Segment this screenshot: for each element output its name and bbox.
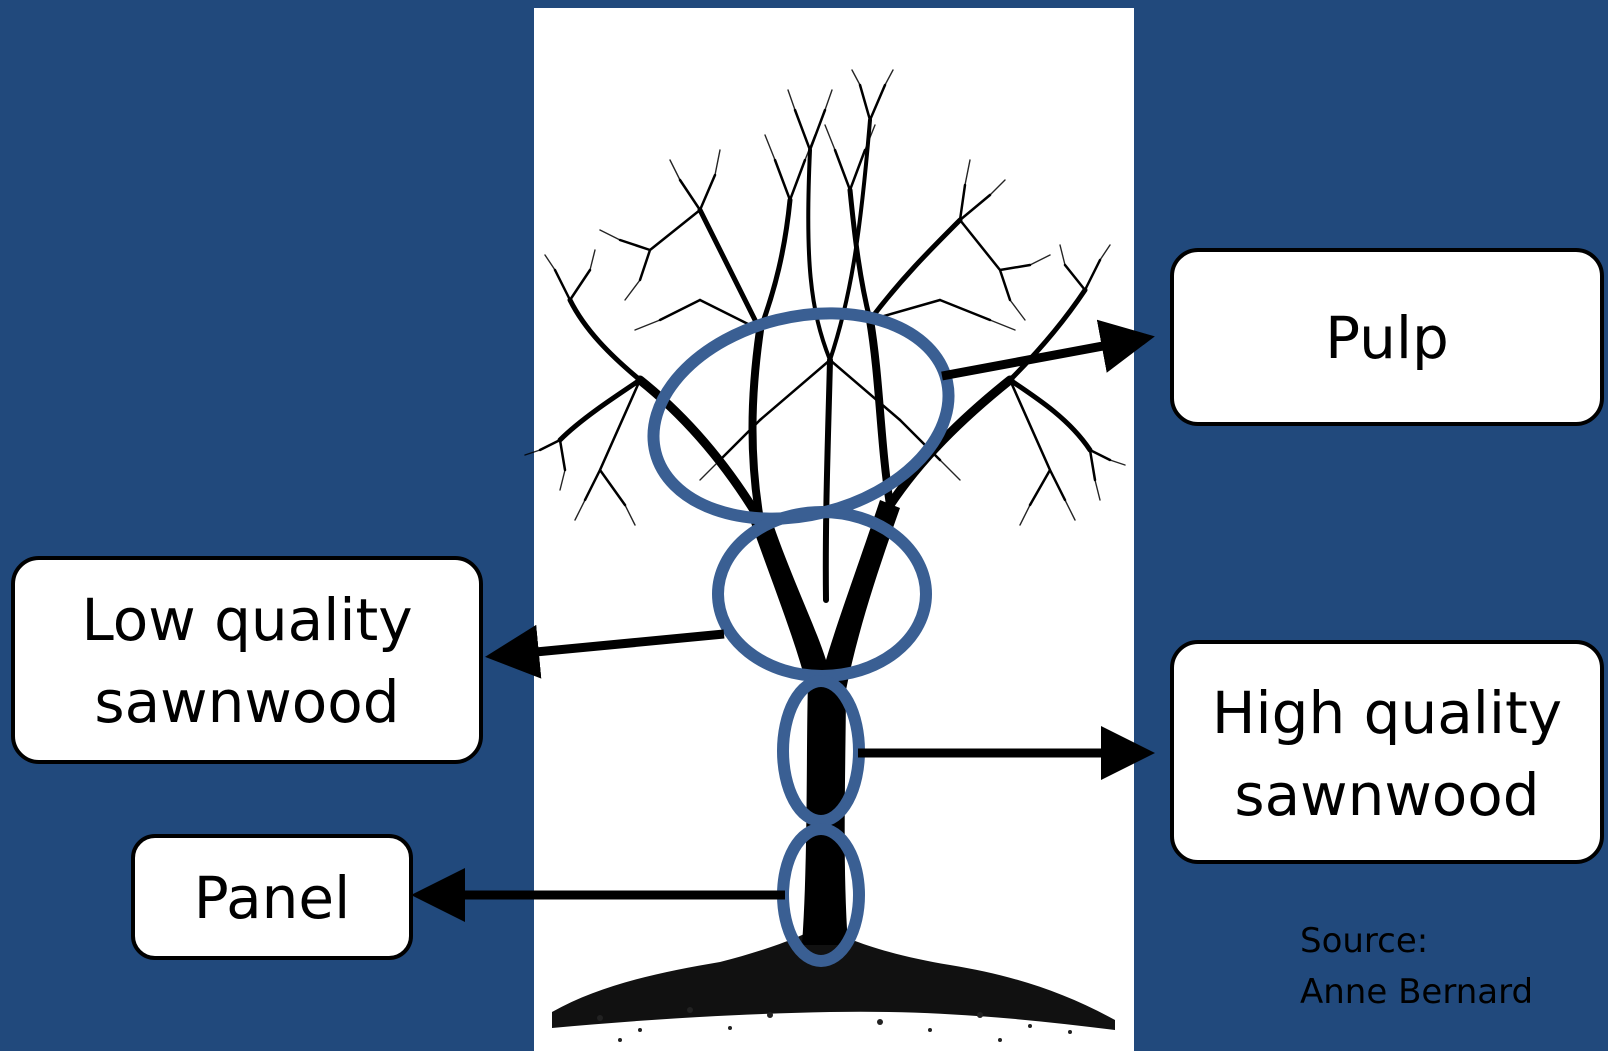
low-quality-sawnwood-label-box: Low quality sawnwood: [11, 556, 483, 764]
low-quality-label-line1: Low quality: [81, 586, 412, 654]
pulp-label-box: Pulp: [1170, 248, 1604, 426]
source-credit: Source: Anne Bernard: [1300, 921, 1533, 1012]
panel-label: Panel: [194, 864, 350, 932]
arrow-icon: [941, 319, 1155, 381]
source-label: Source:: [1300, 921, 1428, 961]
high-quality-label-line1: High quality: [1212, 679, 1562, 747]
pulp-label: Pulp: [1325, 304, 1449, 372]
panel-label-box: Panel: [131, 834, 413, 960]
tree-illustration: [524, 69, 1126, 1042]
high-quality-sawnwood-label-box: High quality sawnwood: [1170, 640, 1604, 864]
arrow-icon: [485, 624, 725, 679]
source-author: Anne Bernard: [1300, 972, 1533, 1012]
high-quality-label-line2: sawnwood: [1234, 761, 1539, 829]
low-quality-label-line2: sawnwood: [94, 668, 399, 736]
